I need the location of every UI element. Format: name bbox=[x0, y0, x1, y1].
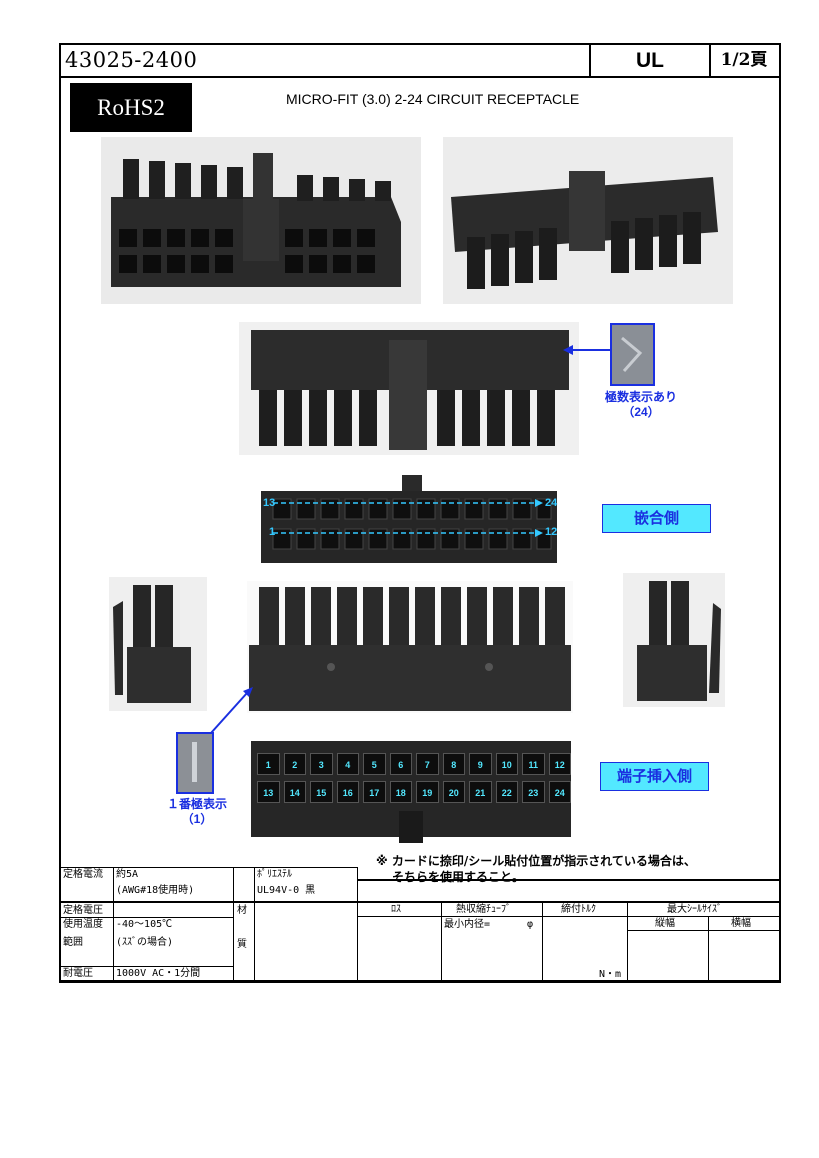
photo-front-angle bbox=[101, 137, 421, 304]
page-number: 1/2頁 bbox=[720, 50, 768, 70]
cavity-20: 20 bbox=[442, 781, 465, 803]
col-tube: 熱収縮ﾁｭｰﾌﾞ bbox=[456, 904, 511, 915]
cavity-21: 21 bbox=[469, 781, 492, 803]
withstand-label: 耐電圧 bbox=[63, 968, 93, 979]
latch bbox=[399, 811, 423, 843]
photo-rear-angle bbox=[443, 137, 733, 304]
cavity-22: 22 bbox=[495, 781, 518, 803]
col-seal: 最大ｼｰﾙｻｲｽﾞ bbox=[667, 904, 722, 915]
phi-symbol: φ bbox=[527, 919, 534, 930]
temp-label-2: 範囲 bbox=[63, 937, 83, 948]
mating-row-top-start: 13 bbox=[263, 497, 276, 509]
terminal-side-label: 端子挿入側 bbox=[600, 762, 709, 791]
seal-height: 縦幅 bbox=[655, 918, 675, 929]
cavity-8: 8 bbox=[442, 753, 465, 775]
ul-mark: UL bbox=[589, 45, 711, 76]
drawing-sheet: 43025-2400 UL 1/2頁 RoHS2 MICRO-FIT (3.0)… bbox=[59, 43, 781, 983]
rated-voltage-label: 定格電圧 bbox=[63, 905, 103, 916]
rated-current-label: 定格電流 bbox=[63, 869, 103, 880]
col-lot: ﾛｽ bbox=[391, 904, 401, 915]
polarity-label: 極数表示あり （24） bbox=[604, 390, 677, 419]
mating-row-bottom-start: 1 bbox=[269, 526, 276, 538]
polarity-marking-thumbnail bbox=[610, 323, 655, 386]
cavity-11: 11 bbox=[522, 753, 545, 775]
rated-current-value: 約5A bbox=[116, 869, 139, 880]
photo-side-right bbox=[623, 573, 725, 707]
photo-front-long bbox=[247, 581, 573, 713]
photo-side-left bbox=[109, 577, 207, 711]
cavity-13: 13 bbox=[257, 781, 280, 803]
spec-table: 定格電流 約5A (AWG#18使用時) ﾎﾟﾘｴｽﾃﾙ UL94V-0 黒 定… bbox=[61, 867, 779, 982]
cavity-6: 6 bbox=[389, 753, 412, 775]
cavity-4: 4 bbox=[336, 753, 359, 775]
pin1-marking-thumbnail bbox=[176, 732, 214, 794]
cavity-18: 18 bbox=[389, 781, 412, 803]
cavity-19: 19 bbox=[416, 781, 439, 803]
mating-row-bottom-end: 12 bbox=[545, 526, 558, 538]
cavity-1: 1 bbox=[257, 753, 280, 775]
col-torque: 締付ﾄﾙｸ bbox=[561, 904, 596, 915]
cavity-7: 7 bbox=[416, 753, 439, 775]
cavity-15: 15 bbox=[310, 781, 333, 803]
rated-current-sub: (AWG#18使用時) bbox=[116, 885, 195, 896]
pin1-arrow bbox=[210, 687, 253, 734]
material-char-2: 質 bbox=[237, 939, 247, 950]
cavity-24: 24 bbox=[548, 781, 571, 803]
cavity-2: 2 bbox=[283, 753, 306, 775]
withstand-value: 1000V AC・1分間 bbox=[116, 968, 201, 979]
material-value-1: ﾎﾟﾘｴｽﾃﾙ bbox=[257, 869, 292, 880]
photo-mating-face bbox=[259, 475, 559, 565]
seal-width: 横幅 bbox=[731, 918, 751, 929]
cavity-12: 12 bbox=[548, 753, 571, 775]
cavity-14: 14 bbox=[283, 781, 306, 803]
material-char-1: 材 bbox=[237, 905, 247, 916]
cavity-17: 17 bbox=[363, 781, 386, 803]
torque-unit: N・m bbox=[599, 969, 622, 980]
part-number: 43025-2400 bbox=[65, 48, 198, 72]
min-inner-diameter: 最小内径= bbox=[444, 919, 491, 930]
rohs-badge: RoHS2 bbox=[70, 83, 192, 132]
mating-row-top-end: 24 bbox=[545, 497, 558, 509]
cavity-10: 10 bbox=[495, 753, 518, 775]
cavity-23: 23 bbox=[522, 781, 545, 803]
mating-side-label: 嵌合側 bbox=[602, 504, 711, 533]
title-block-header: 43025-2400 UL 1/2頁 bbox=[61, 45, 779, 78]
temp-label-1: 使用温度 bbox=[63, 919, 103, 930]
material-value-2: UL94V-0 黒 bbox=[257, 885, 316, 896]
polarity-arrow bbox=[563, 345, 612, 355]
cavity-9: 9 bbox=[469, 753, 492, 775]
page-title: MICRO-FIT (3.0) 2-24 CIRCUIT RECEPTACLE bbox=[286, 91, 580, 107]
temp-value: -40～105℃ bbox=[116, 919, 173, 930]
cavity-3: 3 bbox=[310, 753, 333, 775]
pin1-label: １番極表示 （1） bbox=[166, 797, 227, 826]
photo-top-view bbox=[239, 322, 579, 455]
cavity-5: 5 bbox=[363, 753, 386, 775]
temp-sub: (ｽｽﾞの場合) bbox=[116, 937, 174, 948]
cavity-16: 16 bbox=[336, 781, 359, 803]
